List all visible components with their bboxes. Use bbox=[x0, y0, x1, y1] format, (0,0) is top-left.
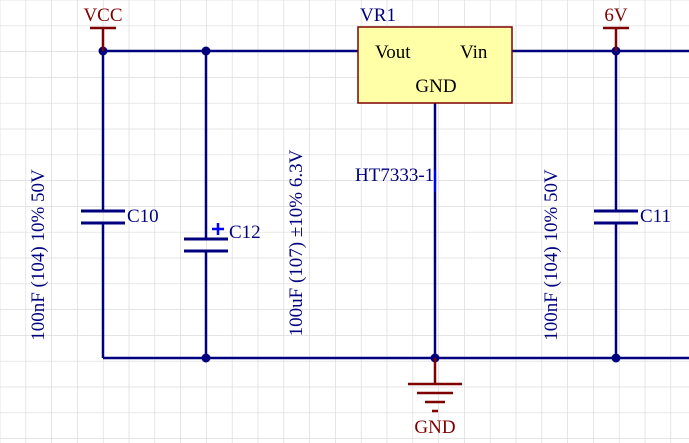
regulator-pin-vin: Vin bbox=[460, 42, 488, 63]
c10-value: 100nF (104) 10% 50V bbox=[28, 169, 49, 341]
junction-bottom-c12 bbox=[201, 353, 211, 363]
regulator-pin-gnd: GND bbox=[415, 76, 456, 97]
c12-value: 100uF (107) ±10% 6.3V bbox=[286, 149, 307, 336]
regulator-pin-vout: Vout bbox=[375, 42, 411, 63]
capacitor-plates bbox=[81, 209, 638, 253]
c10-designator: C10 bbox=[127, 206, 159, 227]
c11-designator: C11 bbox=[640, 206, 671, 227]
6v-label: 6V bbox=[604, 5, 628, 26]
c11-value: 100nF (104) 10% 50V bbox=[541, 169, 562, 341]
regulator-designator: VR1 bbox=[360, 5, 396, 26]
gnd-label: GND bbox=[414, 417, 455, 438]
wires bbox=[101, 49, 689, 360]
ground-icon bbox=[408, 358, 462, 413]
c12-polarity-plus-icon bbox=[212, 223, 224, 235]
6v-port bbox=[603, 26, 629, 51]
c12-designator: C12 bbox=[229, 222, 261, 243]
junction-top-c12 bbox=[201, 46, 211, 56]
regulator-part: HT7333-1 bbox=[355, 165, 434, 186]
junction-bottom-c11 bbox=[611, 353, 621, 363]
regulator-body bbox=[357, 26, 513, 104]
vcc-label: VCC bbox=[83, 5, 122, 26]
vcc-port bbox=[90, 26, 116, 51]
